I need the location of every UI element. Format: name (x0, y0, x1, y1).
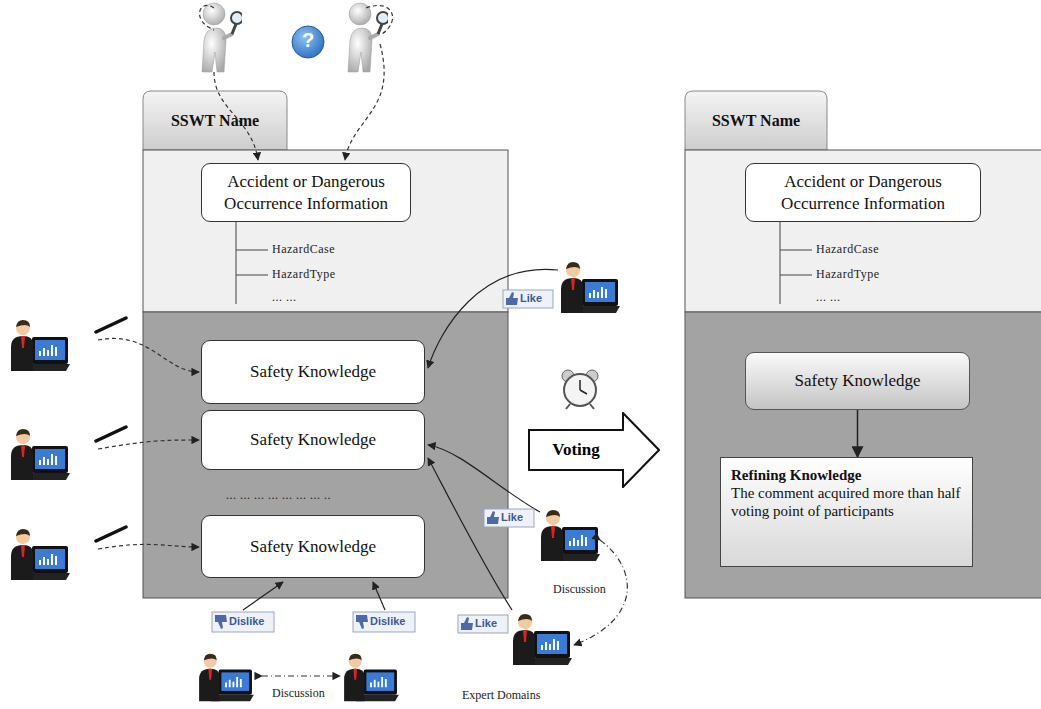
node-title: Safety Knowledge (250, 429, 376, 450)
dislike-label: Dislike (370, 615, 405, 627)
node-title: Voting (528, 412, 624, 488)
swt-panel: SSWT NameAccident or Dangerous Occurrenc… (685, 91, 1041, 598)
discussion-label: Discussion (553, 582, 606, 597)
ellipsis: ... ... (272, 290, 297, 305)
text-wrap: Safety Knowledge (250, 429, 376, 450)
knowledge-box: Safety Knowledge (201, 340, 425, 404)
text-wrap: Safety Knowledge (794, 371, 920, 391)
node-title: Accident or Dangerous Occurrence Informa… (210, 171, 402, 214)
node-title: Refining Knowledge (731, 466, 962, 484)
text-wrap: Accident or Dangerous Occurrence Informa… (754, 171, 972, 214)
text-wrap: Safety Knowledge (250, 536, 376, 557)
text-wrap: Safety Knowledge (250, 361, 376, 382)
knowledge-box: Safety Knowledge (745, 352, 970, 410)
knowledge-box: Safety Knowledge (201, 410, 425, 470)
voter-persons (199, 262, 627, 701)
attribute-name: HazardCase (272, 242, 335, 257)
block-arrow: Voting (528, 412, 660, 488)
node-title: Safety Knowledge (250, 361, 376, 382)
discussion-label: Discussion (272, 686, 325, 701)
attribute-name: HazardCase (816, 242, 879, 257)
attribute-name: HazardType (272, 267, 335, 282)
expert-domains-label: Expert Domains (462, 688, 540, 703)
seeker-figures (200, 3, 393, 160)
node-title: SSWT Name (143, 91, 287, 150)
alarm-clock (562, 370, 598, 409)
knowledge-box: Safety Knowledge (201, 515, 425, 578)
node-title: Safety Knowledge (794, 371, 920, 391)
like-label: Like (475, 617, 497, 629)
arrow-outline (529, 413, 659, 487)
writer-persons (11, 318, 199, 580)
left-panel-shape (143, 91, 508, 598)
like-label: Like (501, 511, 523, 523)
text-wrap: Accident or Dangerous Occurrence Informa… (210, 171, 402, 214)
dislike-label: Dislike (229, 615, 264, 627)
info-box: Accident or Dangerous Occurrence Informa… (745, 163, 981, 222)
ellipsis: ... ... ... ... ... ... ... .. (226, 488, 331, 503)
swt-panel: SSWT NameAccident or Dangerous Occurrenc… (143, 91, 508, 598)
node-body: The comment acquired more than half voti… (731, 484, 962, 520)
node-title: SSWT Name (685, 91, 827, 150)
node-title: Accident or Dangerous Occurrence Informa… (754, 171, 972, 214)
like-label: Like (520, 292, 542, 304)
text-wrap: Refining KnowledgeThe comment acquired m… (731, 466, 962, 520)
question-mark: ? (296, 29, 320, 52)
info-box: Accident or Dangerous Occurrence Informa… (201, 163, 411, 222)
connector-arrow (857, 410, 859, 457)
ellipsis: ... ... (816, 290, 841, 305)
node-title: Safety Knowledge (250, 536, 376, 557)
attribute-name: HazardType (816, 267, 879, 282)
refined-box: Refining KnowledgeThe comment acquired m… (720, 457, 973, 567)
right-panel-shape (685, 91, 1041, 598)
